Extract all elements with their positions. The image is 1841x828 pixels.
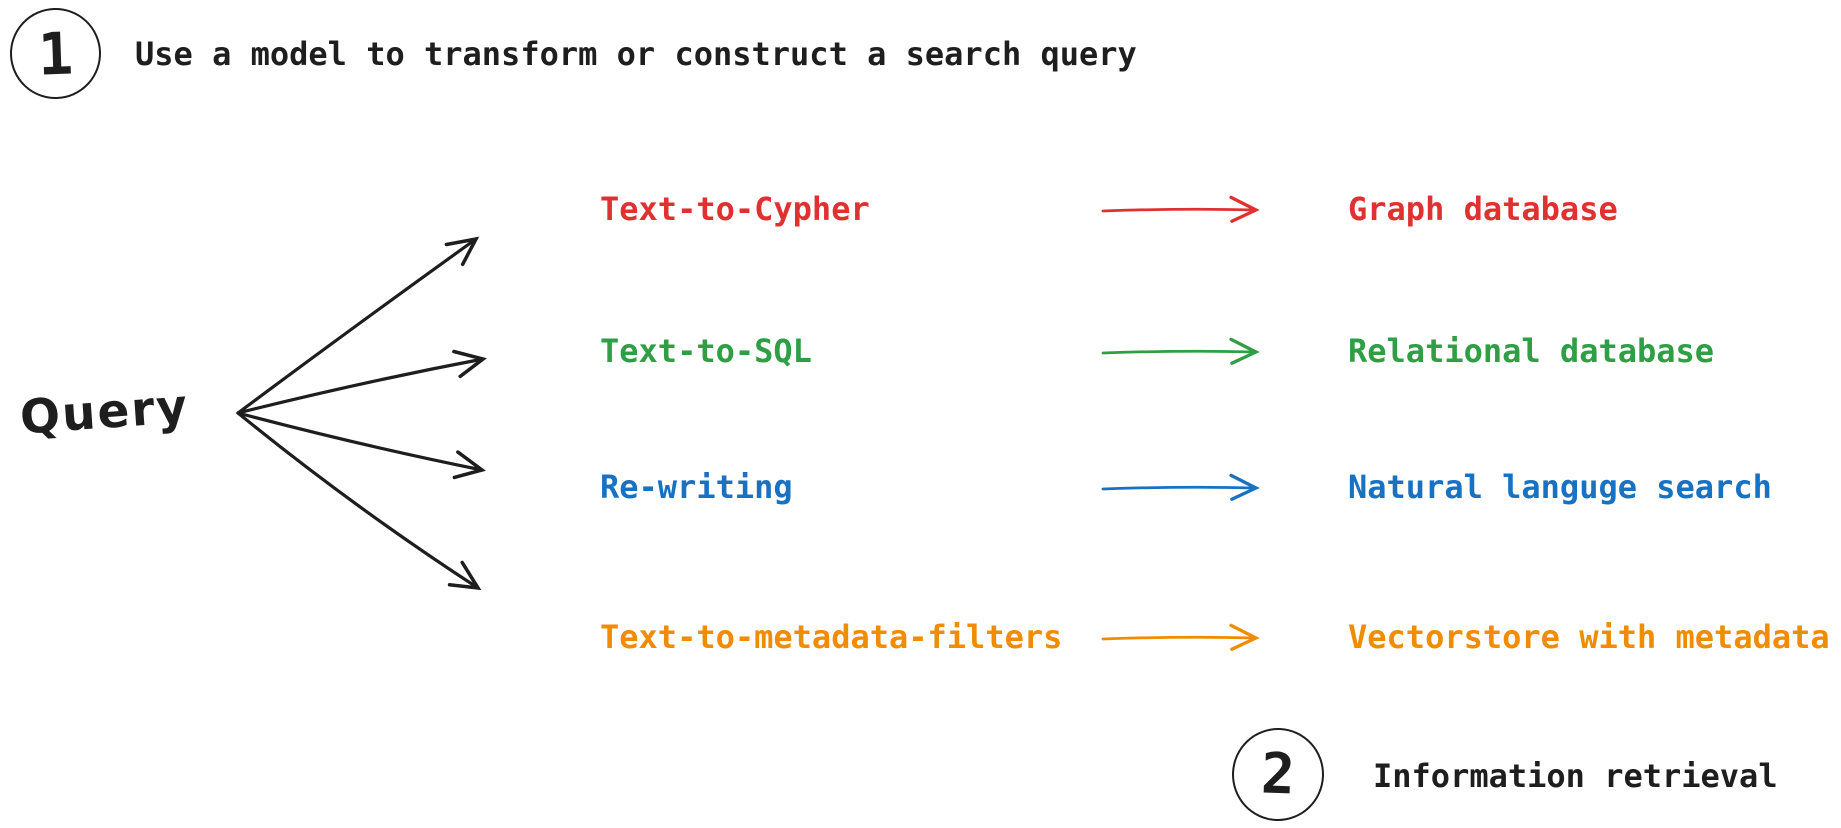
arrow-to-vectorstore (1101, 623, 1260, 651)
query-label: Query (18, 378, 191, 446)
arrow-to-natural-language-search (1101, 473, 1260, 501)
target-label-vectorstore-with-metadata: Vectorstore with metadata (1348, 618, 1830, 657)
step-1-number: 1 (36, 18, 75, 89)
step-2-number: 2 (1260, 741, 1296, 808)
method-label-text-to-metadata-filters: Text-to-metadata-filters (600, 618, 1063, 657)
target-label-relational-database: Relational database (1348, 332, 1715, 371)
method-label-re-writing: Re-writing (600, 468, 793, 507)
method-label-text-to-cypher: Text-to-Cypher (600, 190, 870, 229)
fan-arrow-to-re-writing (236, 411, 486, 480)
arrow-to-graph-database (1101, 195, 1260, 223)
fan-arrow-to-text-to-sql (236, 349, 487, 415)
target-label-graph-database: Graph database (1348, 190, 1618, 229)
target-label-natural-language-search: Natural languge search (1348, 468, 1772, 507)
fan-arrow-to-text-to-metadata-filters (236, 411, 482, 591)
query-fanout-arrows (236, 236, 487, 591)
step-1-label: Use a model to transform or construct a … (135, 35, 1137, 74)
step-2-label: Information retrieval (1373, 757, 1778, 796)
fan-arrow-to-text-to-cypher (236, 236, 480, 415)
arrow-to-relational-database (1101, 337, 1260, 365)
method-label-text-to-sql: Text-to-SQL (600, 332, 812, 371)
